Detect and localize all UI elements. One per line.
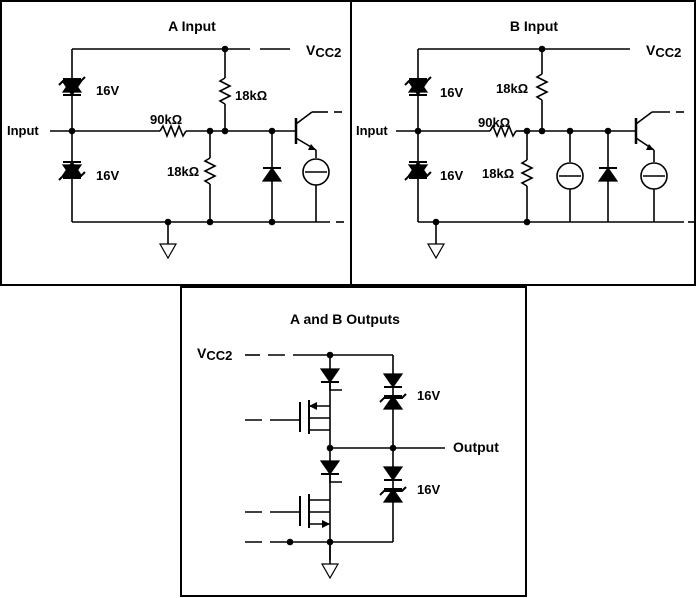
panel-a-clamp-diode	[262, 167, 282, 182]
panel-b-resistor-18k-top	[535, 73, 549, 101]
panel-b-r-top-label: 18kΩ	[496, 81, 528, 96]
output-lower-mosfet	[245, 494, 330, 528]
panel-b-resistor-18k-bottom	[520, 159, 534, 187]
panel-a-title: A Input	[168, 18, 216, 34]
panel-b-zener-top-label: 16V	[440, 85, 463, 100]
panel-a-zener-top-label: 16V	[96, 83, 119, 98]
panel-a-zener-bottom-label: 16V	[96, 168, 119, 183]
panel-b-clamp-diode	[598, 167, 618, 182]
panel-outputs-frame	[180, 286, 527, 597]
panel-outputs-title: A and B Outputs	[290, 311, 400, 327]
panel-a-vcc-label: VCC2	[306, 42, 341, 60]
panel-a-r-top-label: 18kΩ	[235, 88, 267, 103]
panel-outputs-vcc-label: VCC2	[197, 345, 232, 363]
panel-a-resistor-18k-top	[218, 77, 232, 105]
panel-b-vcc-label: VCC2	[646, 42, 681, 60]
panel-b-resistor-90k	[489, 123, 517, 139]
panel-b-input-label: Input	[356, 123, 388, 138]
panel-a-current-source	[302, 158, 330, 186]
panel-b-current-source-2	[640, 162, 668, 190]
output-zener-top-label: 16V	[417, 388, 440, 403]
panel-outputs-ground-icon	[321, 563, 339, 579]
panel-b-transistor	[634, 111, 684, 162]
panel-a-r-bottom-label: 18kΩ	[167, 164, 199, 179]
panel-a-transistor	[294, 111, 342, 158]
panel-b-zener-bottom-label: 16V	[440, 168, 463, 183]
panel-b-r-series-label: 90kΩ	[478, 115, 510, 130]
panel-b-title: B Input	[510, 18, 559, 34]
panel-a-ground-icon	[159, 243, 177, 259]
panel-b-current-source-1	[556, 162, 584, 190]
panel-b-frame	[350, 0, 696, 286]
output-upper-diode	[320, 368, 342, 391]
panel-outputs: A and B Outputs VCC2	[180, 286, 527, 597]
panel-a-frame	[0, 0, 352, 286]
output-lower-diode	[320, 460, 342, 483]
panel-a-resistor-90k	[159, 123, 187, 139]
panel-a-input-label: Input	[7, 123, 39, 138]
panel-a-resistor-18k-bottom	[203, 157, 217, 185]
panel-b-ground-icon	[427, 243, 445, 259]
panel-a-input: A Input VCC2 16V 16V Input 90kΩ 18kΩ	[0, 0, 352, 286]
panel-b-r-bottom-label: 18kΩ	[482, 166, 514, 181]
panel-outputs-output-label: Output	[453, 439, 499, 455]
panel-a-r-series-label: 90kΩ	[150, 112, 182, 127]
panel-b-input: B Input VCC2 16V 16V Input 90kΩ 18kΩ	[350, 0, 696, 286]
output-upper-mosfet	[245, 400, 330, 434]
output-zener-bottom-label: 16V	[417, 482, 440, 497]
